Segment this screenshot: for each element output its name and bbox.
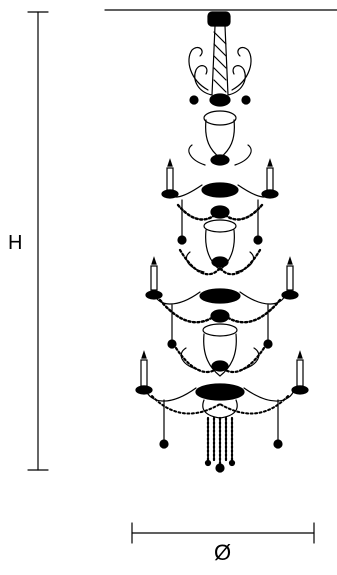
width-dimension [131, 522, 315, 544]
height-label: H [8, 232, 23, 254]
diameter-label: Ø [214, 540, 232, 565]
top-crown [188, 46, 252, 105]
tier-2 [145, 219, 299, 349]
canopy [207, 11, 231, 27]
central-stem [211, 25, 229, 96]
bottom-drops [206, 416, 234, 468]
tier-1 [161, 93, 279, 245]
height-dimension [27, 11, 49, 471]
bottom-finial [204, 459, 236, 473]
tier-3 [135, 323, 309, 449]
